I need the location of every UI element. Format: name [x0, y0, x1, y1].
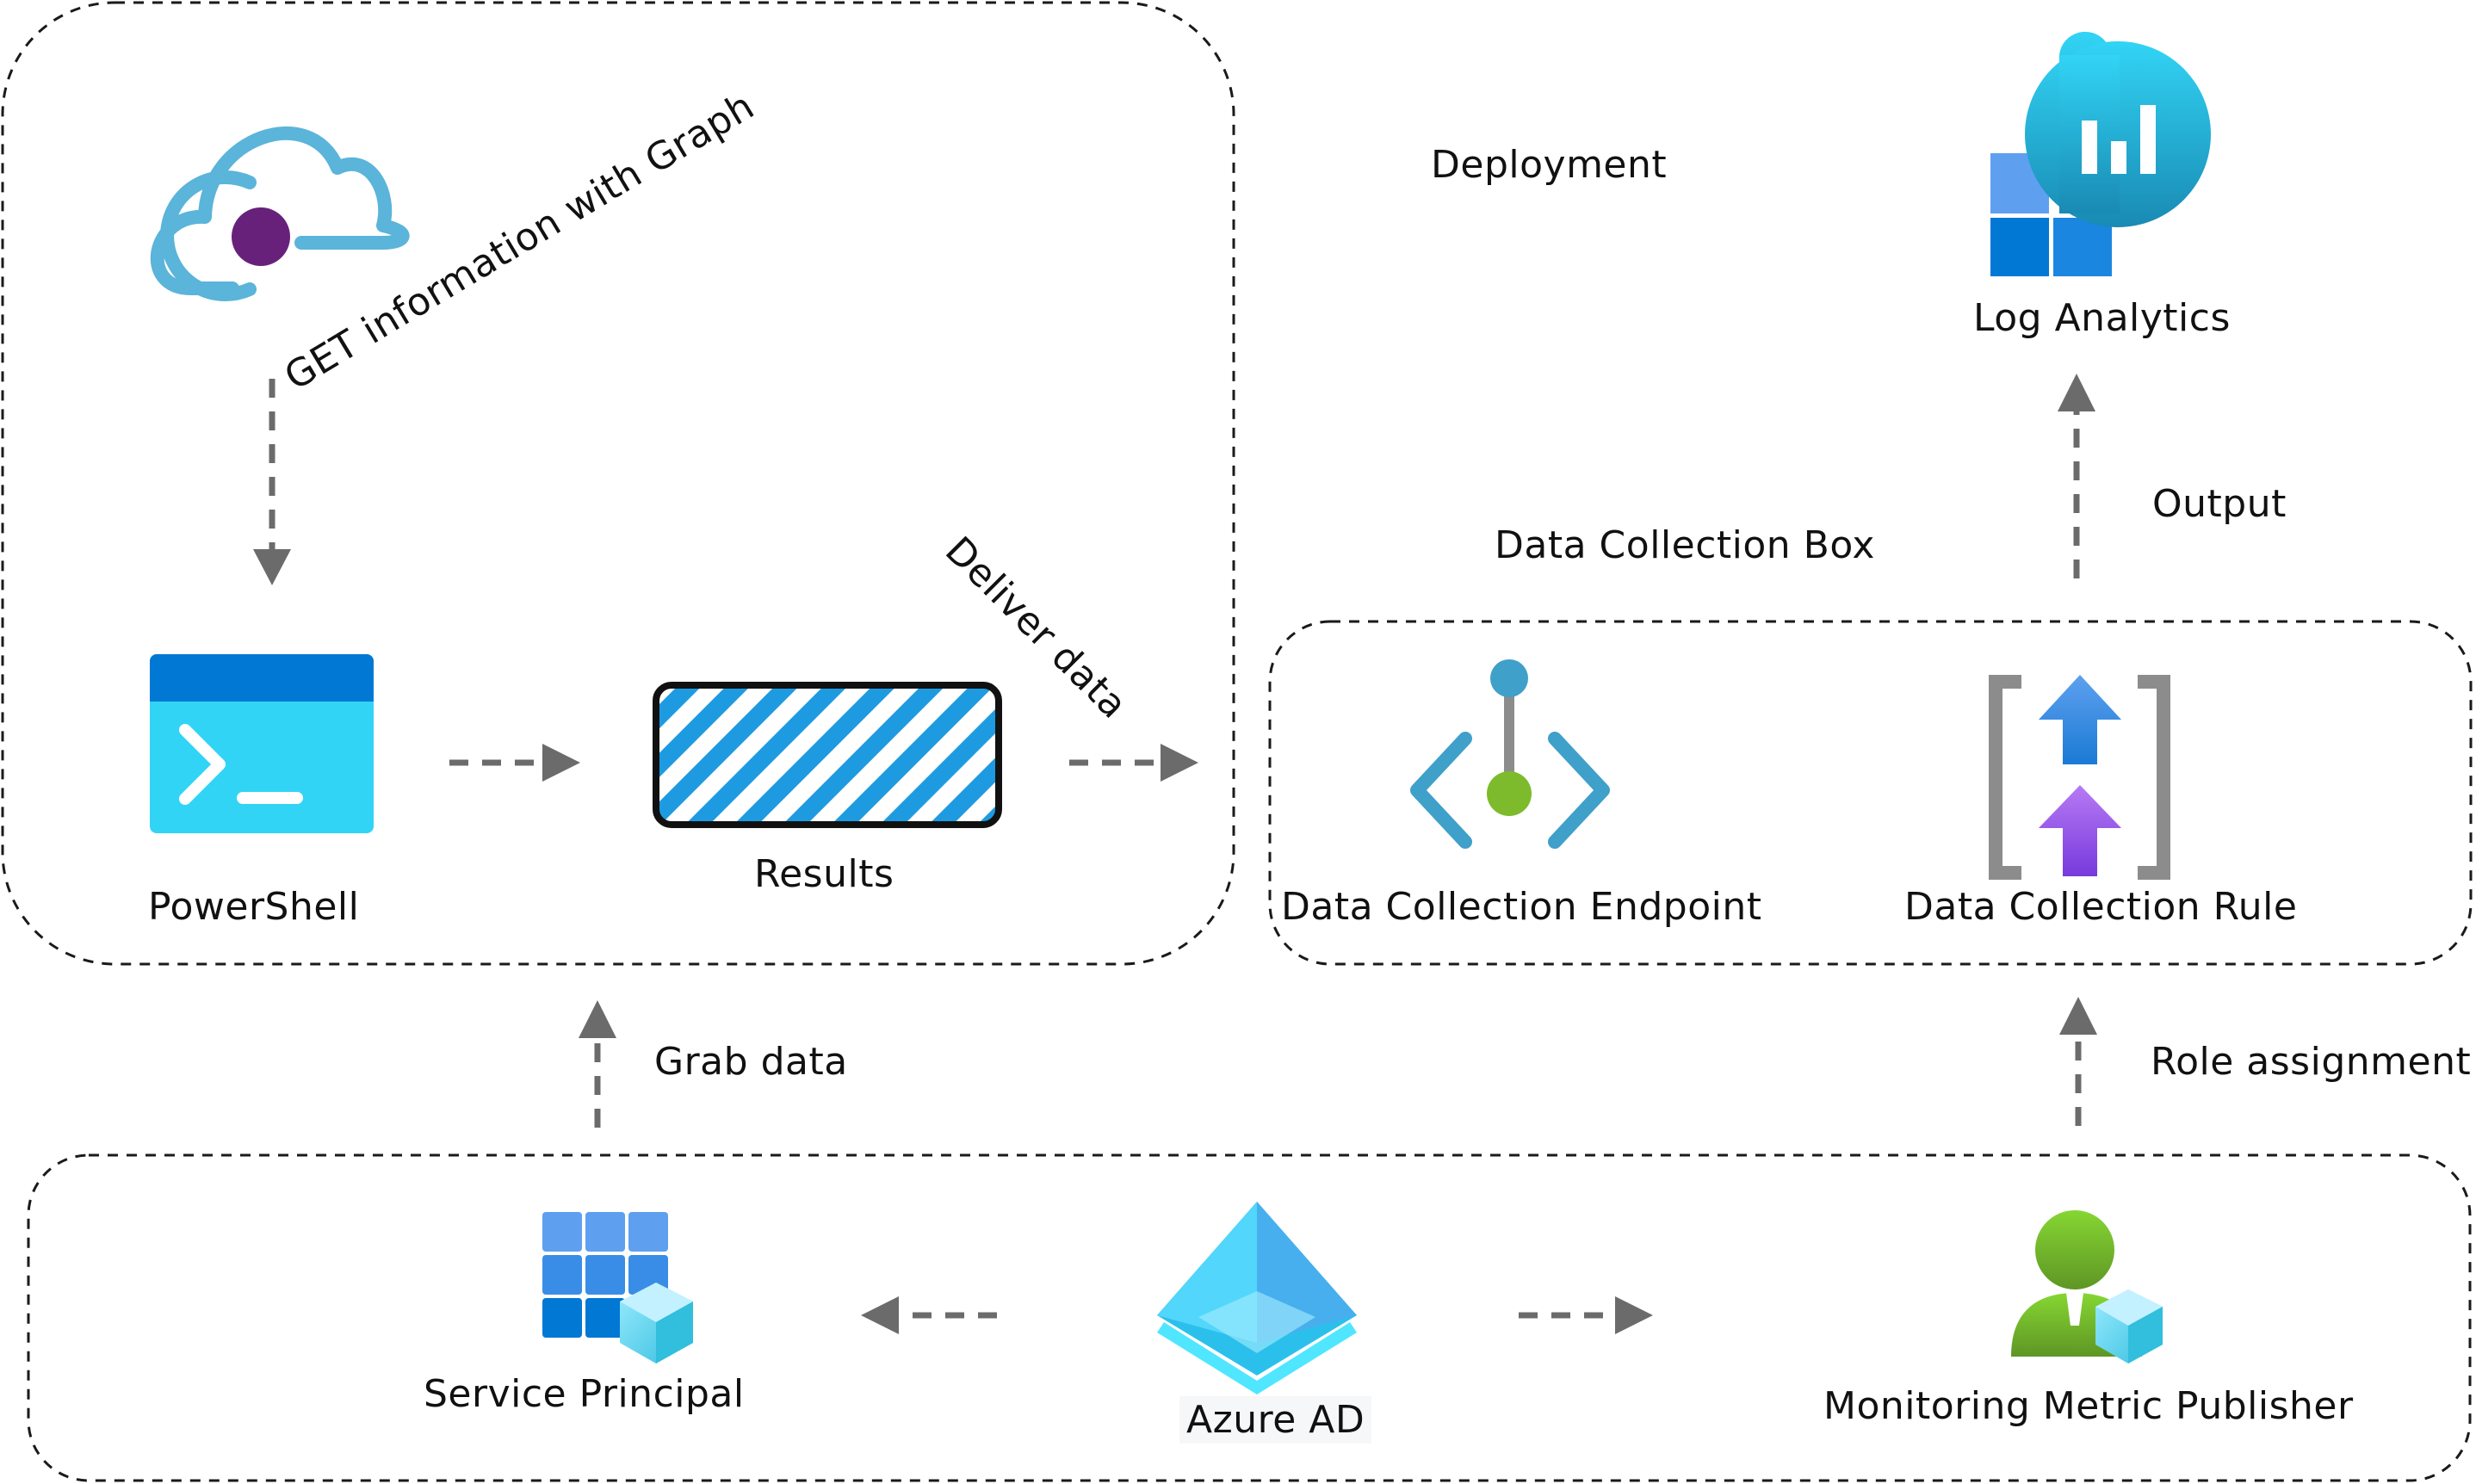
- service-principal-icon: [542, 1212, 693, 1363]
- data-collection-box-container: [1268, 620, 2473, 966]
- monitoring-metric-publisher-icon: [2011, 1210, 2163, 1363]
- arrow-results-deliver: [1069, 744, 1198, 782]
- azure-ad-container: [27, 1153, 2472, 1482]
- azure-ad-label: Azure AD: [1179, 1396, 1372, 1444]
- arrow-aad-to-publisher: [1519, 1296, 1653, 1334]
- data-collection-endpoint-icon: [1410, 659, 1610, 849]
- data-collection-rule-icon: [1989, 675, 2170, 880]
- data-collection-rule-label: Data Collection Rule: [1904, 885, 2298, 929]
- powershell-label: PowerShell: [148, 885, 360, 929]
- arrow-role-assignment: [2059, 997, 2097, 1126]
- arrow-aad-to-service-principal: [861, 1296, 997, 1334]
- output-label: Output: [2152, 482, 2287, 526]
- arrow-sp-grab-data: [579, 1000, 616, 1128]
- arrow-dcr-to-log-analytics: [2058, 374, 2095, 578]
- log-analytics-label: Log Analytics: [1973, 296, 2231, 340]
- deployment-label: Deployment: [1431, 143, 1668, 187]
- powershell-icon: [150, 654, 374, 833]
- log-analytics-icon: [1990, 31, 2211, 276]
- azure-ad-icon: [1157, 1202, 1357, 1394]
- graph-powershell-container: [1, 1, 1235, 966]
- monitoring-metric-publisher-label: Monitoring Metric Publisher: [1823, 1384, 2354, 1428]
- results-label: Results: [754, 852, 894, 896]
- cloud-graph-icon: [150, 127, 410, 301]
- hatched-results-icon: [653, 682, 1002, 828]
- data-collection-box-label: Data Collection Box: [1495, 523, 1875, 567]
- service-principal-label: Service Principal: [424, 1372, 745, 1416]
- role-assignment-label: Role assignment: [2151, 1040, 2472, 1084]
- grab-data-label: Grab data: [654, 1040, 848, 1084]
- data-collection-endpoint-label: Data Collection Endpoint: [1281, 885, 1762, 929]
- arrow-graph-to-powershell: [253, 379, 291, 585]
- arrow-powershell-to-results: [449, 744, 580, 782]
